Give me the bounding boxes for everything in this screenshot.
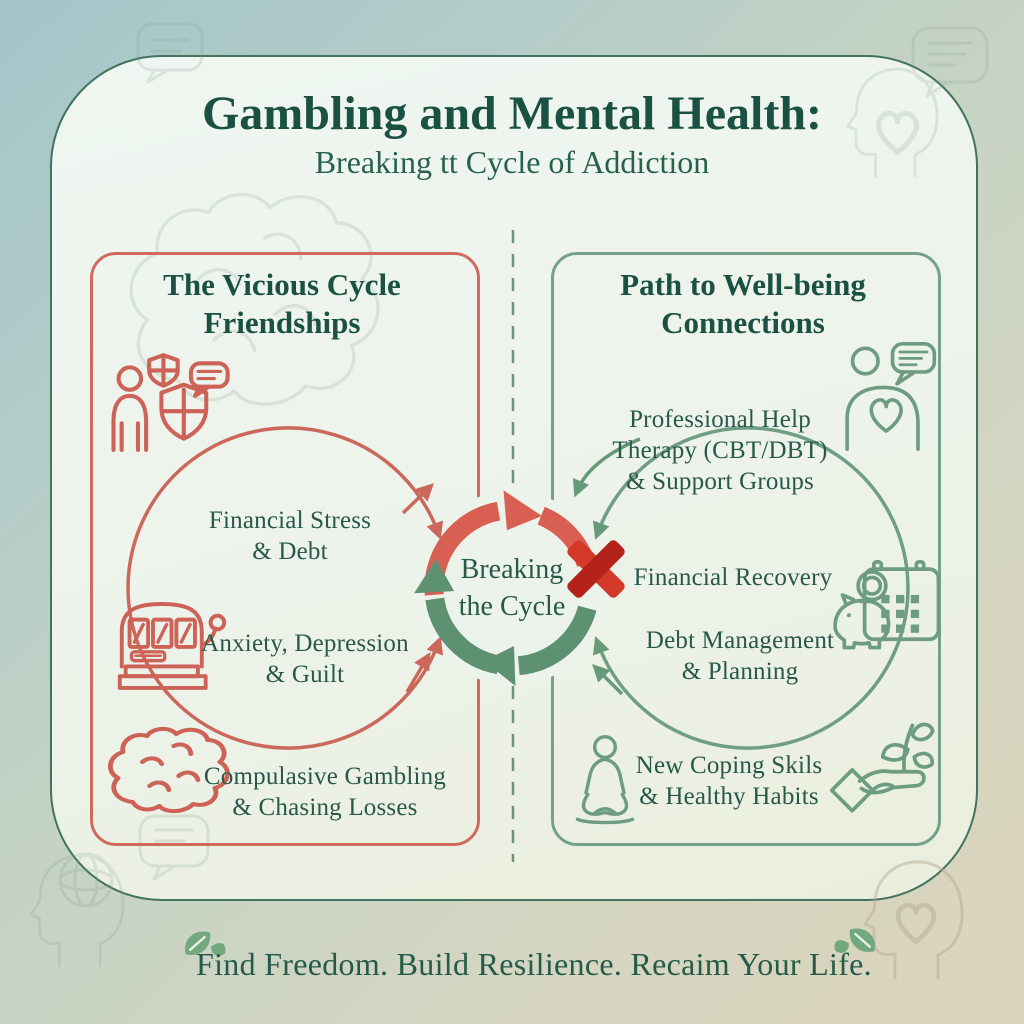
item-line: Professional Help — [629, 406, 811, 433]
item-line: & Debt — [252, 538, 328, 565]
person-heart-speech-icon — [838, 342, 938, 451]
right-panel-heading-line2: Connections — [661, 305, 825, 340]
green-connector-arrow — [592, 664, 624, 696]
faint-speech-bubble-icon — [138, 814, 210, 881]
person-shield-speech-icon — [103, 348, 231, 455]
right-item-financial-recovery: Financial Recovery — [603, 562, 863, 593]
item-line: & Healthy Habits — [639, 783, 819, 810]
left-item-anxiety-depression: Anxiety, Depression & Guilt — [185, 628, 425, 690]
faint-globe-icon — [58, 852, 114, 908]
item-line: Debt Management — [645, 627, 835, 654]
item-line: Therapy (CBT/DBT) — [612, 437, 828, 464]
right-cycle-loop-arrow — [593, 426, 910, 750]
item-line: & Planning — [681, 658, 799, 685]
item-line: Compulasive Gambling — [203, 763, 447, 790]
item-line: Anxiety, Depression — [201, 630, 409, 657]
center-label-line1: Breaking — [460, 554, 564, 585]
leaf-sprig-icon — [833, 923, 880, 970]
slot-machine-icon — [112, 596, 234, 694]
left-item-financial-stress: Financial Stress & Debt — [160, 505, 420, 567]
right-item-debt-management: Debt Management & Planning — [610, 625, 870, 687]
item-line: New Coping Skils — [635, 752, 823, 779]
page-title: Gambling and Mental Health: — [201, 87, 823, 140]
hand-plant-icon — [824, 718, 936, 820]
right-panel-heading-line1: Path to Well-being — [620, 267, 866, 302]
right-item-professional-help: Professional Help Therapy (CBT/DBT) & Su… — [590, 404, 850, 497]
left-panel-heading: The Vicious Cycle Friendships — [100, 266, 464, 342]
left-panel-heading-line1: The Vicious Cycle — [163, 267, 401, 302]
right-panel-heading: Path to Well-being Connections — [561, 266, 925, 342]
red-connector-arrow — [401, 483, 435, 515]
faint-speech-bubble-icon — [911, 26, 989, 98]
red-connector-arrow — [405, 651, 431, 693]
item-line: Financial Stress — [208, 507, 372, 534]
footer-tagline: Find Freedom. Build Resilience. Recaim Y… — [196, 946, 872, 982]
center-label-line2: the Cycle — [458, 591, 566, 622]
page-title-block: Gambling and Mental Health: Breaking tt … — [112, 88, 912, 184]
meditation-icon — [562, 734, 648, 829]
left-item-compulsive-gambling: Compulasive Gambling & Chasing Losses — [190, 761, 460, 823]
red-x-mark — [567, 540, 625, 598]
item-line: Financial Recovery — [633, 564, 833, 591]
item-line: & Support Groups — [626, 468, 814, 495]
page-subtitle: Breaking tt Cycle of Addiction — [314, 144, 710, 180]
left-cycle-loop-arrow — [126, 426, 443, 750]
left-panel-heading-line2: Friendships — [203, 305, 361, 340]
faint-speech-bubble-icon — [136, 22, 204, 84]
right-item-new-coping-skills: New Coping Skils & Healthy Habits — [599, 750, 859, 812]
green-connector-arrow — [572, 437, 641, 498]
piggy-bank-calendar-icon — [824, 558, 944, 655]
item-line: & Guilt — [265, 661, 345, 688]
breaking-cycle-label: Breaking the Cycle — [432, 551, 592, 625]
item-line: & Chasing Losses — [232, 794, 418, 821]
